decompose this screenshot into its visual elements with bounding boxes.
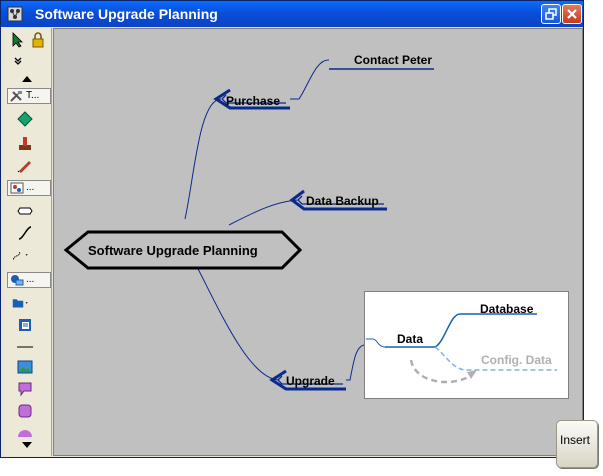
preview-drag-arrow xyxy=(409,359,474,384)
scroll-up-button[interactable] xyxy=(18,70,36,88)
group-header-tools[interactable]: T... xyxy=(7,88,51,104)
gem-tool[interactable] xyxy=(16,110,34,128)
central-topic-shape[interactable] xyxy=(63,230,303,270)
arrow-pointer-icon xyxy=(12,32,23,48)
arc-tool[interactable] xyxy=(16,424,34,442)
group-label-map: ... xyxy=(26,182,35,193)
pointer-tool[interactable] xyxy=(9,31,27,49)
group-header-map[interactable]: ... xyxy=(7,180,51,196)
shapes-group-icon xyxy=(11,275,24,286)
group-label-shapes: ... xyxy=(26,274,35,285)
purchase-underline xyxy=(213,88,290,110)
app-window: Software Upgrade Planning xyxy=(0,0,584,458)
divider-line-tool[interactable] xyxy=(16,338,34,356)
image-tool[interactable] xyxy=(16,358,34,376)
map-group-icon xyxy=(10,182,24,194)
map-canvas[interactable]: Software Upgrade Planning Purchase Conta… xyxy=(53,28,583,456)
expand-tools-button[interactable] xyxy=(9,52,27,70)
preview-arrowhead xyxy=(467,370,477,379)
close-icon xyxy=(567,9,577,19)
branch-purchase xyxy=(184,98,222,220)
topic-purchase[interactable]: Purchase xyxy=(226,94,281,108)
topic-shape-icon xyxy=(17,207,33,215)
preview-link-root xyxy=(366,338,386,348)
triangle-down-icon xyxy=(22,442,32,448)
purchase-underline-inner xyxy=(221,94,286,104)
topic-data-backup[interactable]: Data Backup xyxy=(306,194,379,208)
line-icon xyxy=(18,226,32,240)
folder-dropdown-icon xyxy=(12,299,28,308)
double-chevron-down-icon xyxy=(14,57,22,65)
branch-contact-peter xyxy=(290,59,330,100)
triangle-up-icon xyxy=(22,76,32,82)
curve-dropdown-icon xyxy=(13,251,28,260)
upgrade-underline xyxy=(269,369,346,391)
stamp-icon xyxy=(19,137,31,150)
lock-tool[interactable] xyxy=(29,31,47,49)
preview-root-label: Data xyxy=(397,332,424,346)
insert-key-label: Insert xyxy=(560,433,591,447)
restore-button[interactable] xyxy=(541,4,561,24)
group-label-tools: T... xyxy=(26,90,40,101)
topic-tool[interactable] xyxy=(16,202,34,220)
document-icon xyxy=(19,319,31,331)
data-backup-underline-inner xyxy=(297,195,384,205)
preview-lines xyxy=(366,313,557,384)
preview-child-database: Database xyxy=(480,302,534,316)
data-backup-underline xyxy=(289,189,387,211)
branch-data-backup xyxy=(228,199,300,226)
preview-child-config: Config. Data xyxy=(481,353,552,367)
insert-key-button[interactable]: Insert xyxy=(556,420,598,468)
branch-upgrade xyxy=(193,260,280,381)
curve-tool[interactable] xyxy=(12,246,30,264)
upgrade-underline-inner xyxy=(277,375,343,385)
close-button[interactable] xyxy=(562,4,582,24)
branch-lines xyxy=(63,59,434,391)
pen-tool[interactable] xyxy=(16,156,34,174)
arc-icon xyxy=(18,430,32,437)
image-icon xyxy=(17,360,33,374)
tool-palette: T... ... ... xyxy=(4,28,52,456)
title-bar[interactable]: Software Upgrade Planning xyxy=(1,1,583,27)
pen-icon xyxy=(17,161,31,173)
preview-database-line xyxy=(427,313,537,348)
rounded-box-icon xyxy=(18,404,32,418)
group-header-shapes[interactable]: ... xyxy=(7,272,51,288)
callout-tool[interactable] xyxy=(16,380,34,398)
document-tool[interactable] xyxy=(16,316,34,334)
subtopic-contact-peter[interactable]: Contact Peter xyxy=(354,53,433,67)
line-tool[interactable] xyxy=(16,224,34,242)
branch-upgrade-sub xyxy=(346,344,365,381)
scroll-down-button[interactable] xyxy=(18,436,36,454)
app-icon xyxy=(7,6,23,22)
box-tool[interactable] xyxy=(16,402,34,420)
restore-icon xyxy=(545,8,557,20)
tools-icon xyxy=(10,91,22,102)
green-gem-icon xyxy=(17,111,33,127)
insert-preview-panel: Data Database Config. Data xyxy=(364,291,569,399)
speech-bubble-icon xyxy=(18,382,32,397)
preview-config-line xyxy=(434,346,557,371)
lock-icon xyxy=(32,32,44,48)
folder-tool[interactable] xyxy=(12,294,30,312)
stamp-tool[interactable] xyxy=(16,134,34,152)
central-topic-label[interactable]: Software Upgrade Planning xyxy=(88,243,258,258)
topic-upgrade[interactable]: Upgrade xyxy=(286,374,335,388)
window-title: Software Upgrade Planning xyxy=(35,6,218,22)
horizontal-line-icon xyxy=(17,346,33,348)
